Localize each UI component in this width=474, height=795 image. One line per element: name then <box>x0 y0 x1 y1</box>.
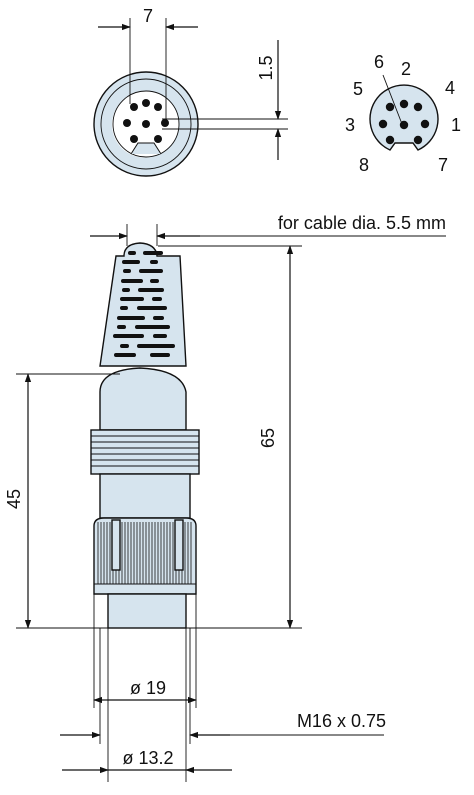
housing-lower <box>99 473 191 519</box>
front-pin-offset-label: 7 <box>143 6 153 26</box>
front-pin <box>142 120 150 128</box>
thread-label: M16 x 0.75 <box>297 711 386 731</box>
knurl-lines <box>94 522 196 585</box>
front-view: 7 1.5 <box>93 6 288 177</box>
front-key-depth-label: 1.5 <box>256 55 276 80</box>
side-view <box>90 242 200 629</box>
body-length-label: 45 <box>4 489 24 509</box>
pin-label-5: 5 <box>353 79 363 99</box>
front-pin <box>142 99 150 107</box>
front-key <box>130 142 162 155</box>
pin-label-3: 3 <box>345 115 355 135</box>
cable-note-label: for cable dia. 5.5 mm <box>278 213 446 233</box>
pin-label-1: 1 <box>451 115 461 135</box>
pin-label-8: 8 <box>359 155 369 175</box>
pin-label-2: 2 <box>401 59 411 79</box>
nut-slot-right <box>174 519 184 571</box>
front-pins <box>123 99 169 143</box>
pin-label-6: 6 <box>374 52 384 72</box>
front-pin <box>154 135 162 143</box>
thread-lines <box>91 435 199 467</box>
inner-diameter-label: ø 13.2 <box>122 748 173 768</box>
housing-upper <box>99 367 187 431</box>
strain-relief-slots <box>113 251 175 357</box>
front-pin <box>123 119 131 127</box>
pinout-face <box>369 84 439 151</box>
pinout-view: 1 2 3 4 5 6 7 8 <box>345 52 461 175</box>
outer-diameter-label: ø 19 <box>130 678 166 698</box>
front-sleeve <box>107 593 187 629</box>
front-pin <box>161 119 169 127</box>
pin-label-7: 7 <box>438 155 448 175</box>
front-pin <box>130 135 138 143</box>
front-pin <box>130 103 138 111</box>
total-length-label: 65 <box>258 428 278 448</box>
side-dimensions: for cable dia. 5.5 mm 65 45 ø 19 M16 x 0… <box>4 213 446 782</box>
nut-slot-left <box>111 519 121 571</box>
front-pin <box>154 103 162 111</box>
pin-label-4: 4 <box>445 78 455 98</box>
thread-section <box>90 429 200 475</box>
